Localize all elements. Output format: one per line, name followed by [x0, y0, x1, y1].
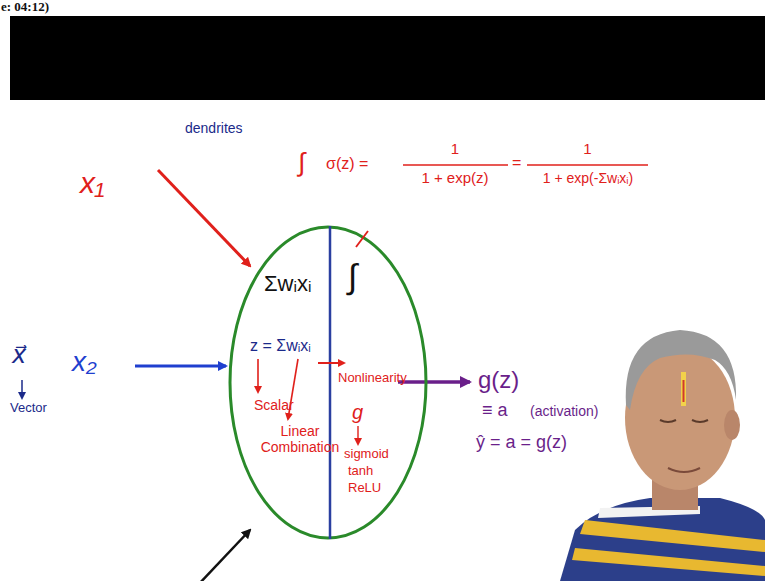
denominator: 1 + exp(z): [400, 169, 510, 186]
annotation: sigmoid: [344, 447, 389, 462]
output-label: ŷ = a = g(z): [476, 432, 567, 453]
input-arrow: [158, 170, 250, 266]
formula-text: σ(z) =: [326, 155, 368, 173]
formula-text: =: [512, 154, 521, 172]
input-arrow: [198, 530, 250, 581]
annotation: Linear Combination: [252, 423, 348, 455]
input-label: x₁: [80, 166, 104, 201]
presenter: [560, 330, 765, 581]
annotation: (activation): [530, 403, 598, 419]
annotation: Vector: [10, 401, 47, 416]
integral-symbol: ∫: [348, 257, 357, 296]
equation-text: z = Σwᵢxᵢ: [250, 337, 311, 355]
vector-symbol: x⃗: [12, 342, 26, 370]
neuron-circle: Σwᵢxᵢ z = ΣwᵢxᵢScalarLinear Combination ∫ N…: [228, 225, 428, 540]
denominator: 1 + exp(-Σwᵢxᵢ): [524, 170, 652, 186]
sum-text: Σwᵢxᵢ: [264, 271, 311, 296]
annotation: Scalar: [254, 397, 294, 413]
output-label: ≡ a: [482, 400, 508, 421]
integral-symbol: ∫: [298, 148, 305, 178]
annotation: dendrites: [185, 120, 243, 136]
function-symbol: g: [352, 401, 363, 424]
output-label: g(z): [478, 366, 519, 394]
output-arrow: [398, 380, 470, 384]
annotation: tanh: [348, 464, 373, 479]
numerator: 1: [530, 140, 645, 157]
black-bar: [10, 16, 765, 100]
numerator: 1: [405, 140, 505, 157]
annotation: Nonlinearity: [338, 371, 407, 386]
input-label: x₂: [72, 346, 97, 378]
timestamp: e: 04:12): [1, 0, 49, 15]
input-arrow: [135, 365, 226, 368]
annotation: ReLU: [348, 481, 381, 496]
